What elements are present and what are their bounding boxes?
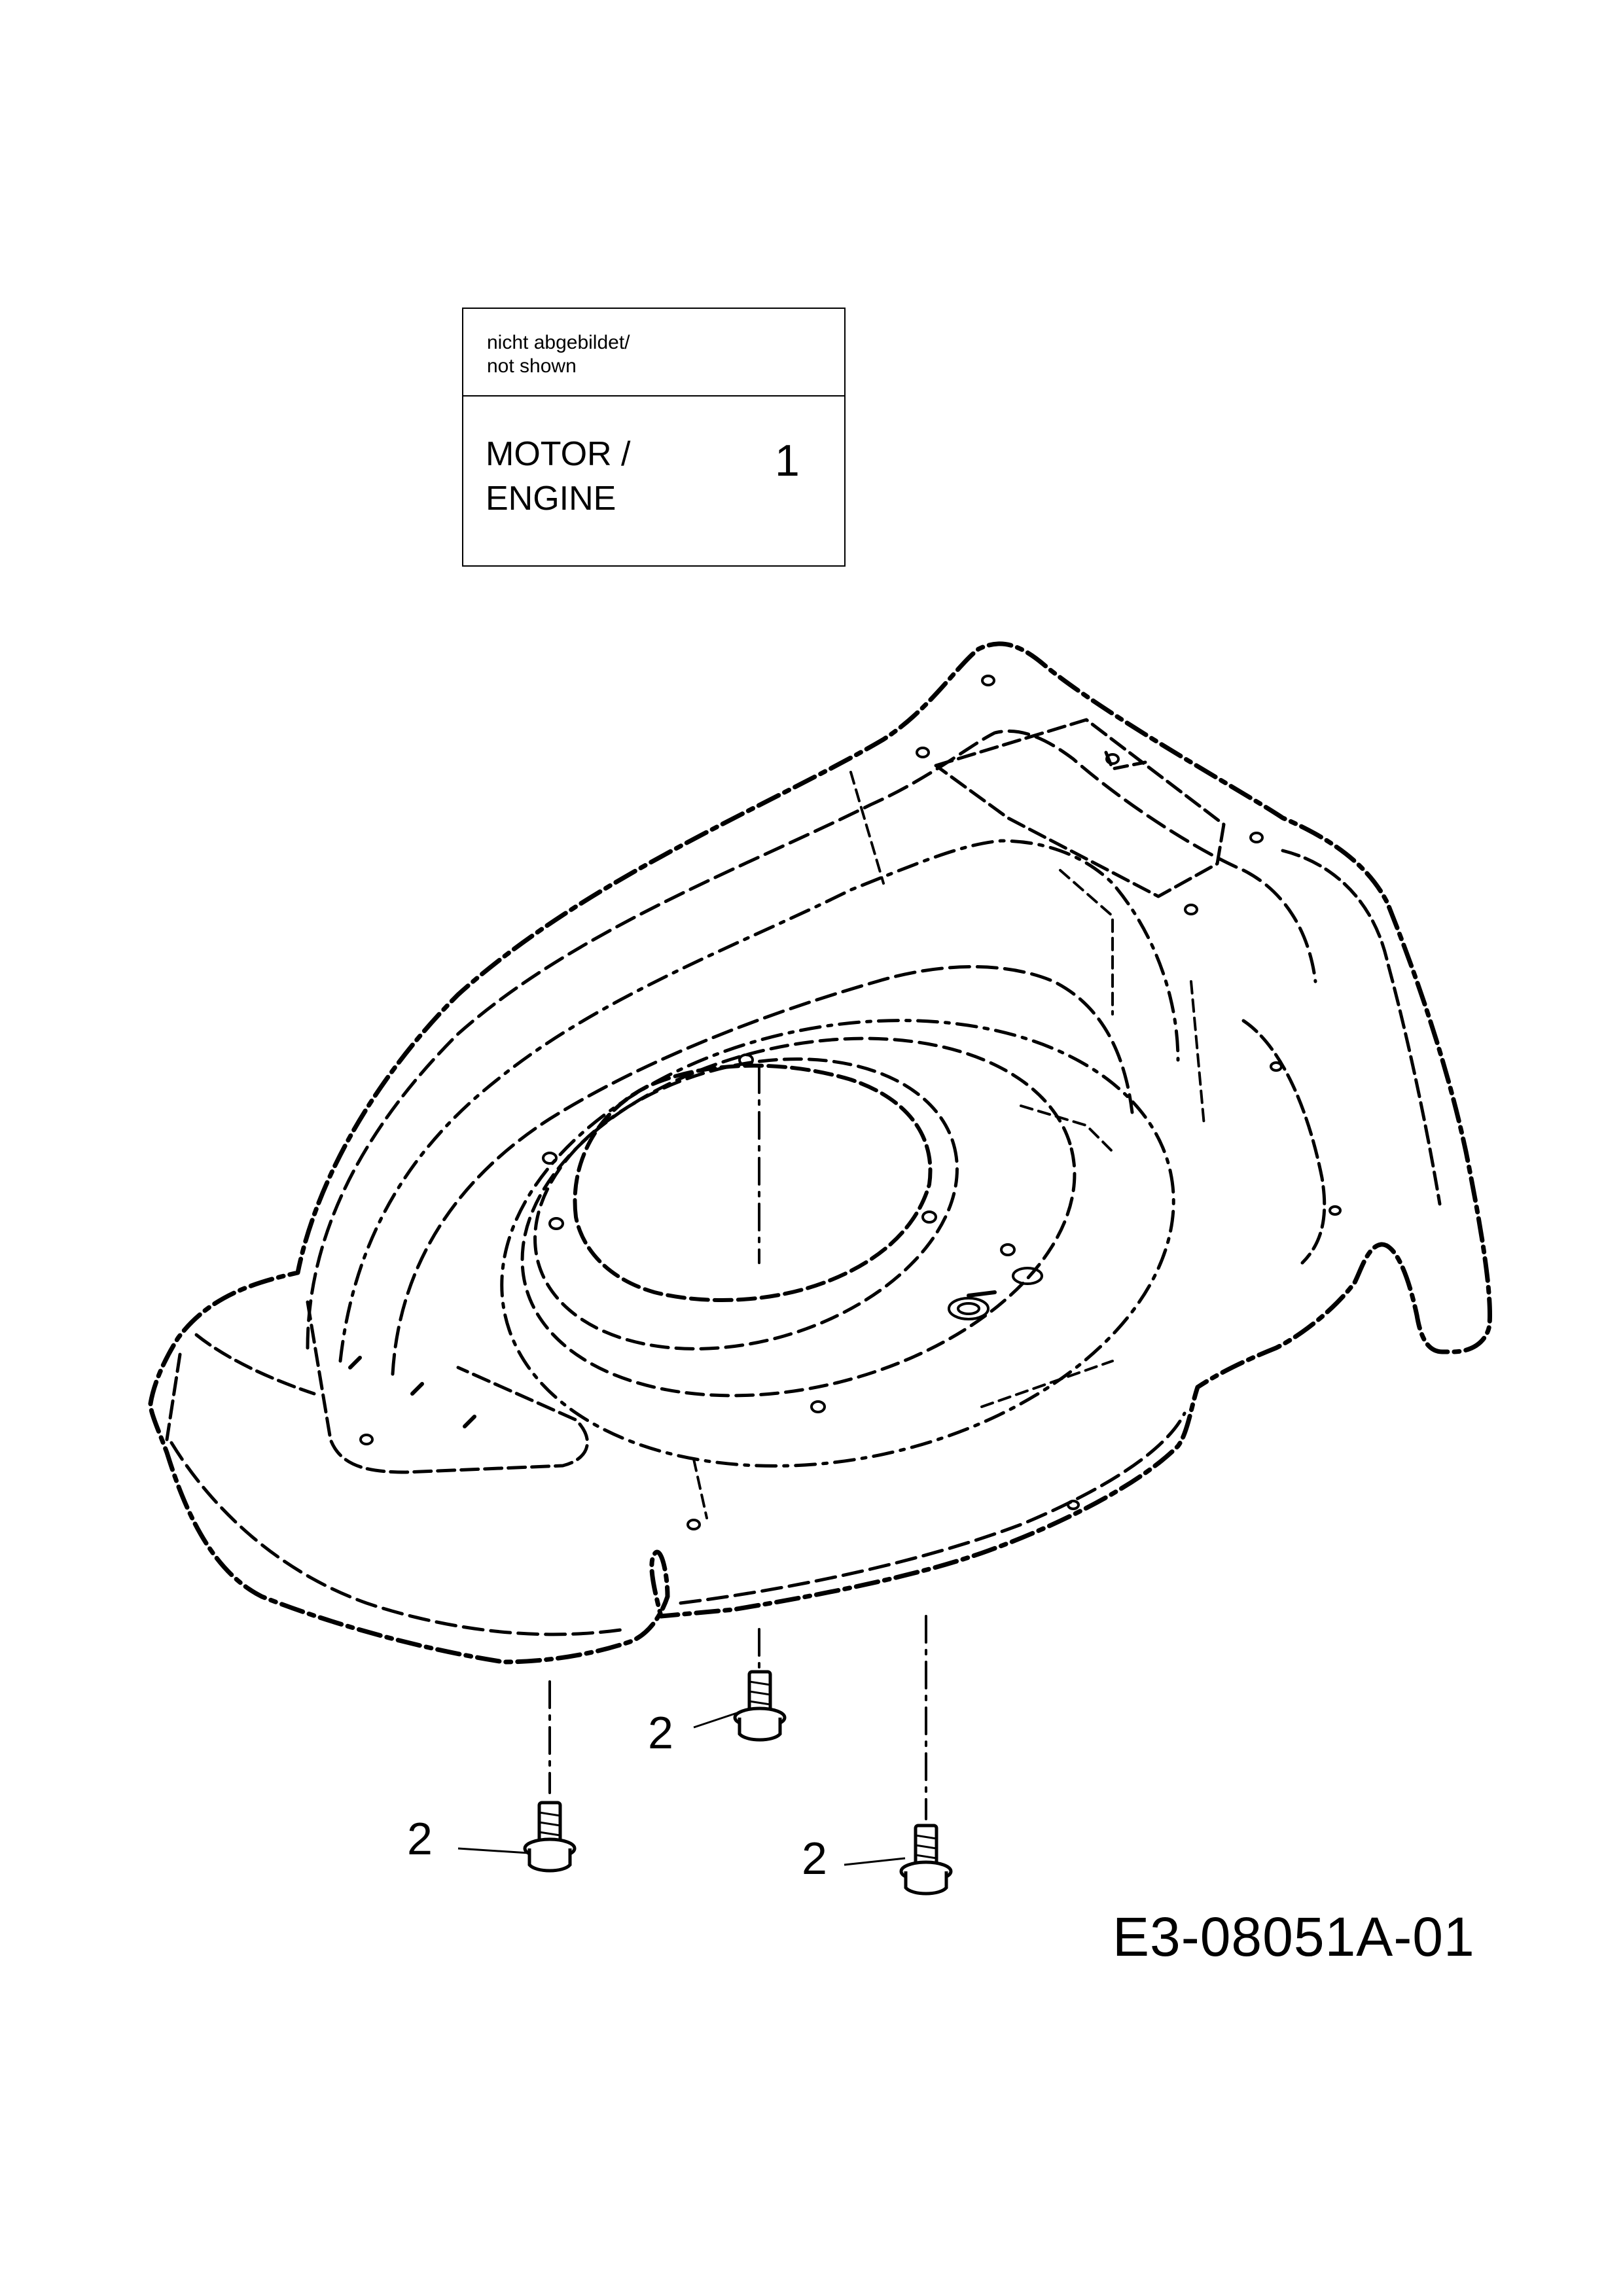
leader-middle (693, 1710, 743, 1729)
legend-part-name-de: MOTOR / (486, 435, 631, 473)
deck-rib-3 (1190, 980, 1205, 1127)
deck-rear-panel (934, 718, 1226, 898)
leader-left (457, 1847, 529, 1854)
deck-rib-4 (1020, 1104, 1114, 1153)
callout-bolt-left: 2 (407, 1813, 433, 1864)
not-shown-label-en: not shown (487, 355, 577, 377)
bolt-middle (733, 1670, 787, 1742)
not-shown-legend: nicht abgebildet/ not shown MOTOR / ENGI… (462, 308, 846, 567)
deck-front-edge (165, 1352, 182, 1441)
callout-bolt-right: 2 (802, 1833, 827, 1884)
deck-rim-contour-2 (338, 839, 1180, 1363)
deck-slot-marks (348, 1290, 997, 1428)
leader-right (844, 1857, 906, 1866)
deck-rib-6 (980, 1360, 1114, 1408)
bolt-left (523, 1801, 577, 1873)
deck-engine-opening (573, 1063, 933, 1302)
deck-bowl-outer-ring (500, 1019, 1175, 1468)
deck-rim-contour-3 (391, 965, 1134, 1376)
drawing-id: E3-08051A-01 (1113, 1906, 1475, 1968)
deck-bowl-middle-ring (520, 1036, 1077, 1398)
deck-rib-2 (1059, 869, 1114, 1016)
deck-front-lip (169, 1441, 627, 1636)
deck-outer-outline (148, 641, 1492, 1665)
deck-bowl-inner-ring (533, 1057, 959, 1351)
deck-rear-side-panel (1241, 1019, 1327, 1265)
deck-rim-contour-1 (306, 729, 1317, 1350)
deck-side-lip (679, 1411, 1186, 1605)
not-shown-label-de: nicht abgebildet/ (487, 332, 630, 353)
deck-front-wheel-pocket (306, 1300, 589, 1474)
deck-rear-wheel-housing (1281, 849, 1442, 1206)
legend-header: nicht abgebildet/ not shown (463, 309, 844, 397)
callout-bolt-middle: 2 (648, 1707, 673, 1758)
bolt-right (899, 1824, 953, 1896)
deck-mounting-holes (359, 675, 1342, 1530)
legend-part-name-en: ENGINE (486, 480, 616, 518)
deck-front-skirt (194, 1333, 316, 1396)
deck-rib-5 (692, 1458, 708, 1519)
legend-part-number: 1 (775, 436, 800, 486)
callout-leader-lines (457, 1710, 906, 1866)
deck-rib-1 (849, 771, 885, 885)
